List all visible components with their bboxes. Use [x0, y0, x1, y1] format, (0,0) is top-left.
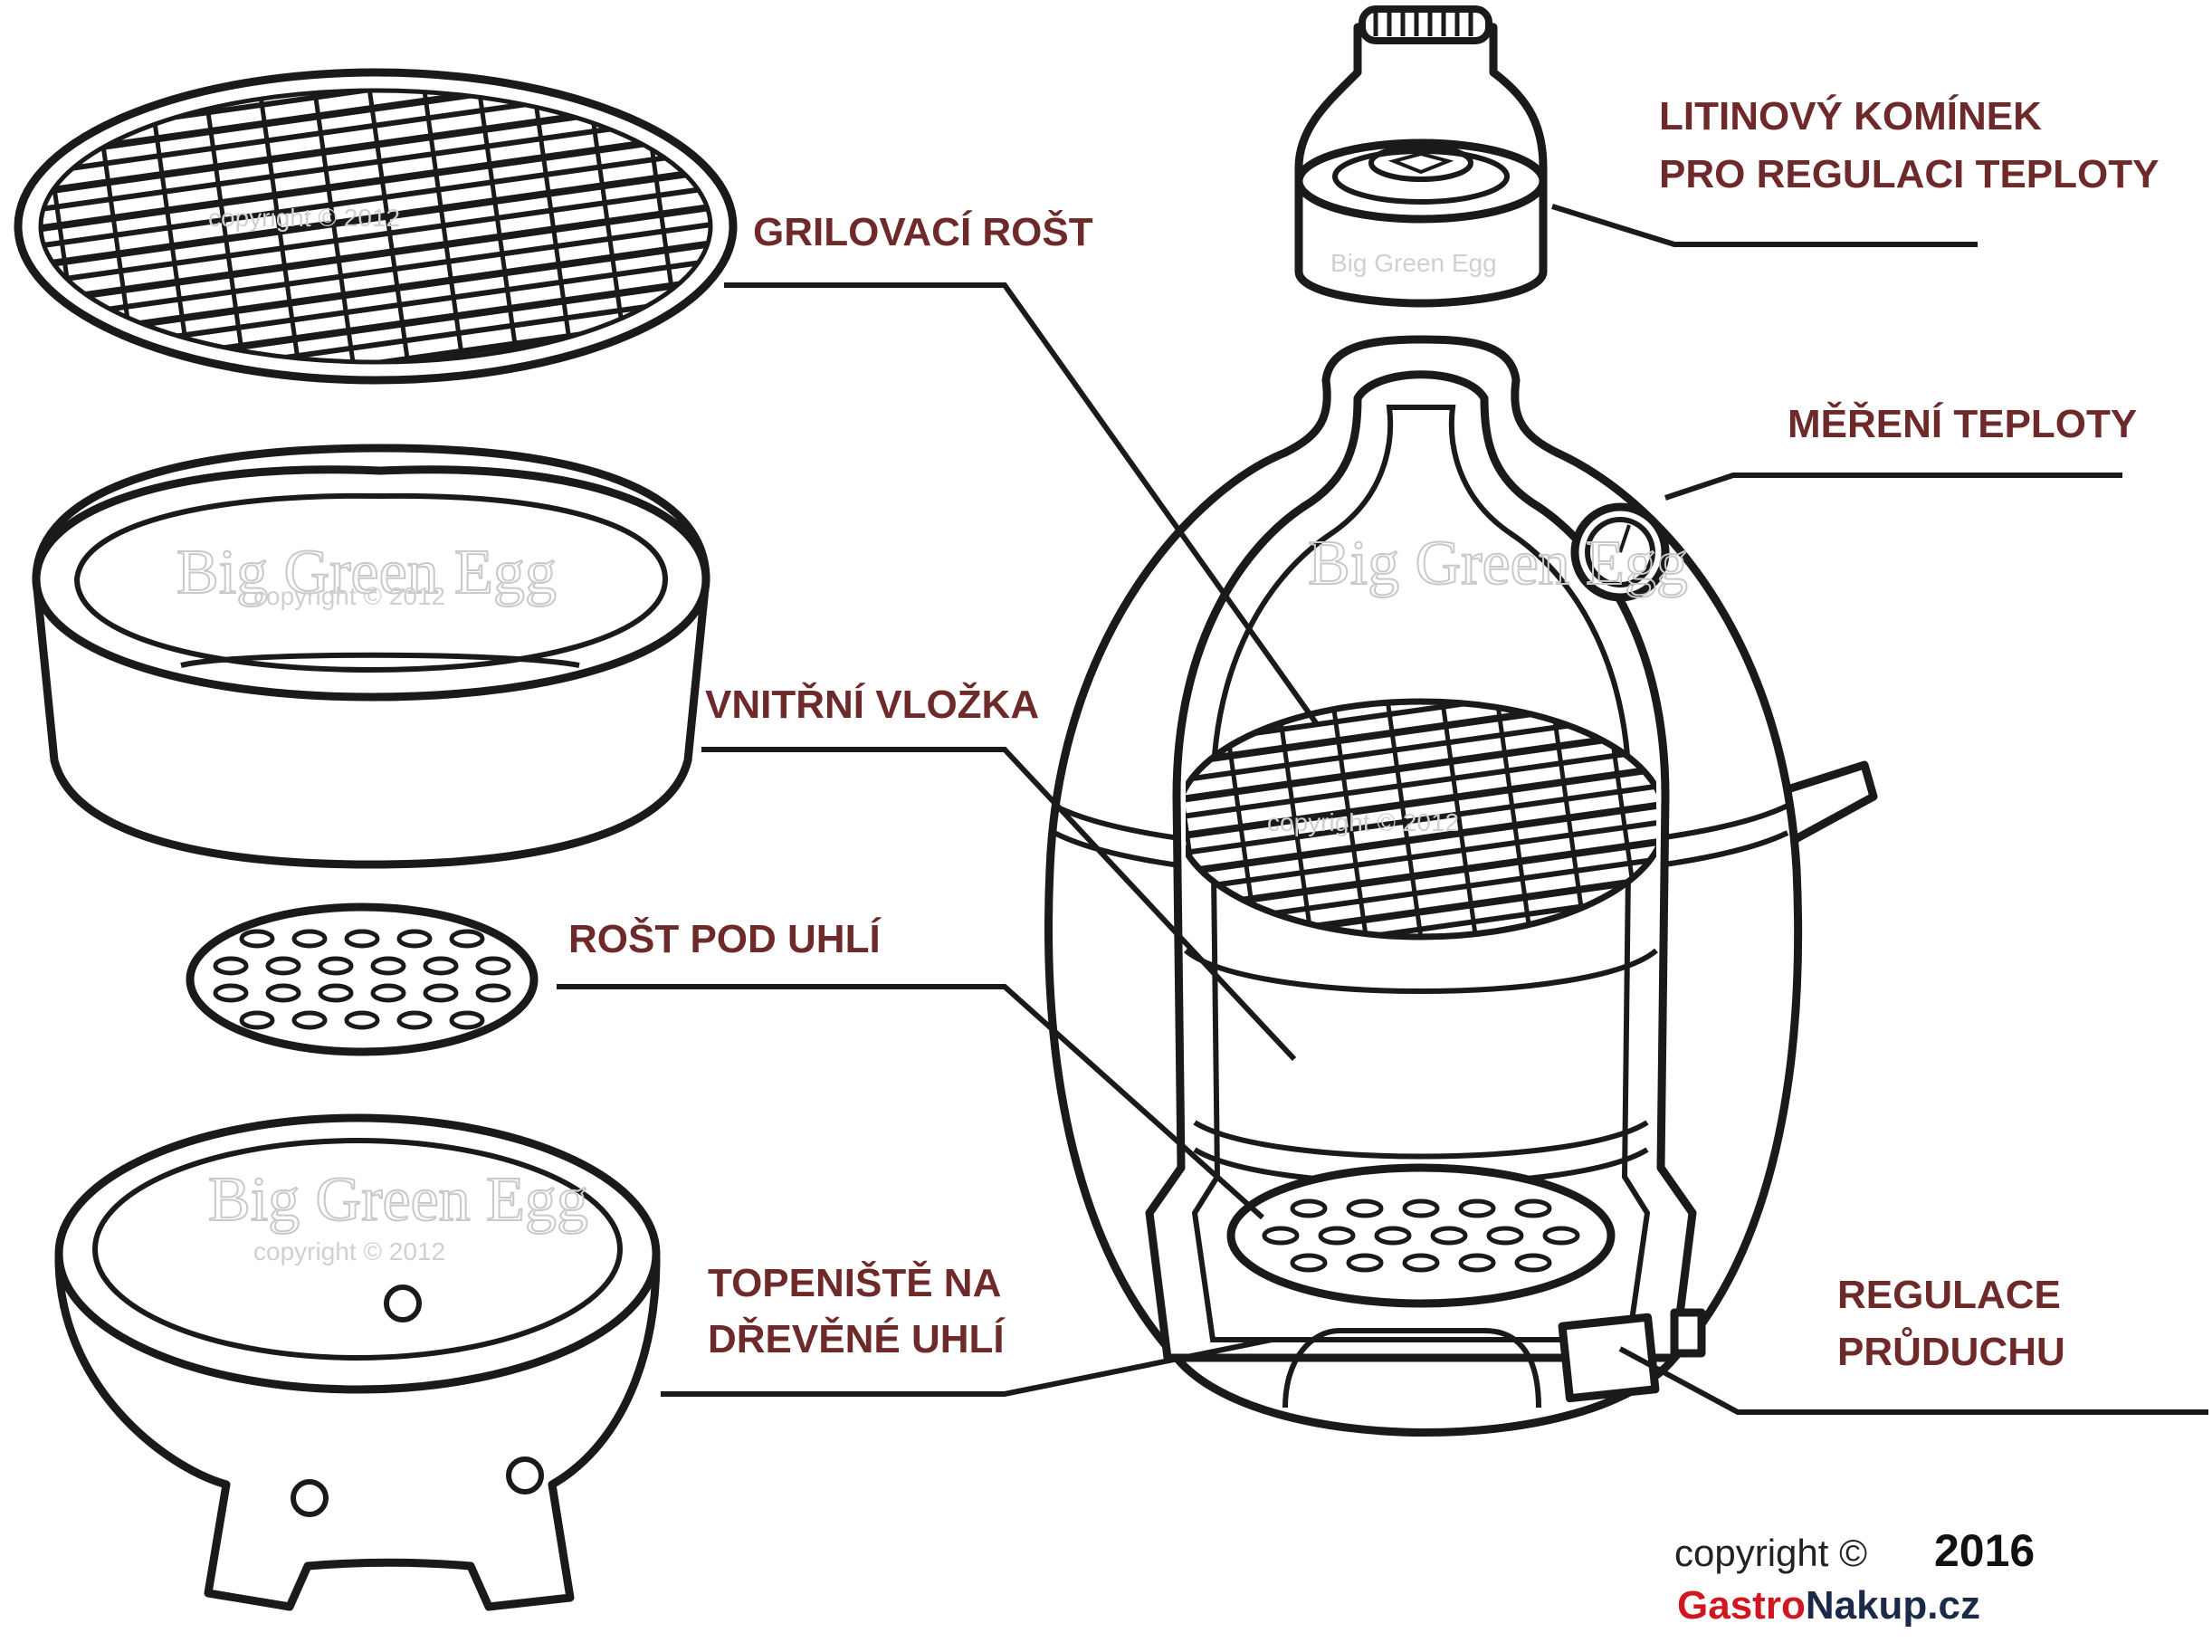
label-grid: GRILOVACÍ ROŠT: [753, 208, 1093, 254]
assembled-egg: Big Green Egg copyright © 2012: [1044, 335, 1878, 1437]
grate-hole: [423, 956, 459, 976]
label-insert: VNITŘNÍ VLOŽKA: [705, 682, 1039, 727]
label-chimney-line1: LITINOVÝ KOMÍNEK: [1659, 93, 2042, 138]
firebox-base-part: Big Green Egg copyright © 2012: [54, 1113, 661, 1611]
grate-hole: [1542, 1226, 1580, 1246]
grate-hole: [1290, 1198, 1328, 1218]
grate-hole: [1402, 1253, 1440, 1273]
grid-watermark: copyright © 2012: [208, 204, 400, 232]
label-firebox-line2: DŘEVĚNÉ UHLÍ: [708, 1316, 1006, 1361]
grate-hole: [370, 983, 406, 1003]
grate-hole: [239, 929, 275, 949]
chimney-brand-watermark: Big Green Egg: [1330, 249, 1497, 277]
insert-brand-watermark: Big Green Egg: [176, 538, 557, 607]
egg-brand-watermark: Big Green Egg: [1308, 529, 1688, 598]
insert-copyright-watermark: copyright © 2012: [253, 582, 445, 610]
grate-hole: [344, 1010, 380, 1030]
grate-hole: [396, 1010, 433, 1030]
grate-hole: [291, 929, 328, 949]
grate-hole: [1458, 1198, 1496, 1218]
leader-lines: [557, 204, 2208, 1415]
grate-hole: [344, 929, 380, 949]
grate-hole: [1262, 1226, 1300, 1246]
grate-hole: [449, 929, 485, 949]
grate-hole: [1486, 1226, 1524, 1246]
grate-hole: [1318, 1226, 1356, 1246]
footer-site-part2: Nakup.cz: [1806, 1583, 1980, 1628]
charcoal-grate-part: [186, 902, 539, 1056]
grate-hole: [1402, 1198, 1440, 1218]
label-charcoal-grate: ROŠT POD UHLÍ: [568, 915, 882, 961]
grate-hole: [1346, 1198, 1384, 1218]
grate-hole: [370, 956, 406, 976]
grate-hole: [475, 956, 511, 976]
grate-hole: [1430, 1226, 1468, 1246]
grate-hole: [1458, 1253, 1496, 1273]
footer-site-part1: Gastro: [1677, 1583, 1806, 1628]
labels: LITINOVÝ KOMÍNEK PRO REGULACI TEPLOTY GR…: [568, 93, 2159, 1374]
grate-hole: [318, 956, 354, 976]
footer-year: 2016: [1934, 1525, 2035, 1576]
footer-copyright: copyright ©: [1674, 1532, 1867, 1574]
grate-hole: [239, 1010, 275, 1030]
label-vent-line2: PRŮDUCHU: [1837, 1325, 2065, 1374]
grate-hole: [1514, 1198, 1552, 1218]
label-vent-line1: REGULACE: [1837, 1273, 2061, 1317]
base-brand-watermark: Big Green Egg: [208, 1165, 588, 1235]
grate-hole: [475, 983, 511, 1003]
grate-hole: [1374, 1226, 1412, 1246]
label-chimney-line2: PRO REGULACI TEPLOTY: [1659, 152, 2159, 196]
grate-hole: [396, 929, 433, 949]
grate-hole: [213, 956, 249, 976]
grate-hole: [213, 983, 249, 1003]
footer-site: GastroNakup.cz: [1677, 1583, 1980, 1628]
chimney-cap-part: Big Green Egg: [1294, 5, 1548, 308]
inner-insert-part: Big Green Egg copyright © 2012: [32, 444, 710, 869]
label-firebox-line1: TOPENIŠTĚ NA: [708, 1259, 1001, 1305]
grate-hole: [1346, 1253, 1384, 1273]
grate-hole: [265, 983, 301, 1003]
grate-hole: [423, 983, 459, 1003]
grate-hole: [291, 1010, 328, 1030]
label-thermometer: MĚŘENÍ TEPLOTY: [1788, 401, 2137, 446]
grate-hole: [449, 1010, 485, 1030]
cooking-grid-part: copyright © 2012: [14, 68, 738, 385]
grate-hole: [318, 983, 354, 1003]
egg-copyright-watermark: copyright © 2012: [1267, 808, 1459, 836]
base-copyright-watermark: copyright © 2012: [253, 1237, 445, 1265]
grate-hole: [1514, 1253, 1552, 1273]
grate-hole: [1290, 1253, 1328, 1273]
footer: copyright © 2016 GastroNakup.cz: [1674, 1525, 2035, 1628]
grate-hole: [265, 956, 301, 976]
